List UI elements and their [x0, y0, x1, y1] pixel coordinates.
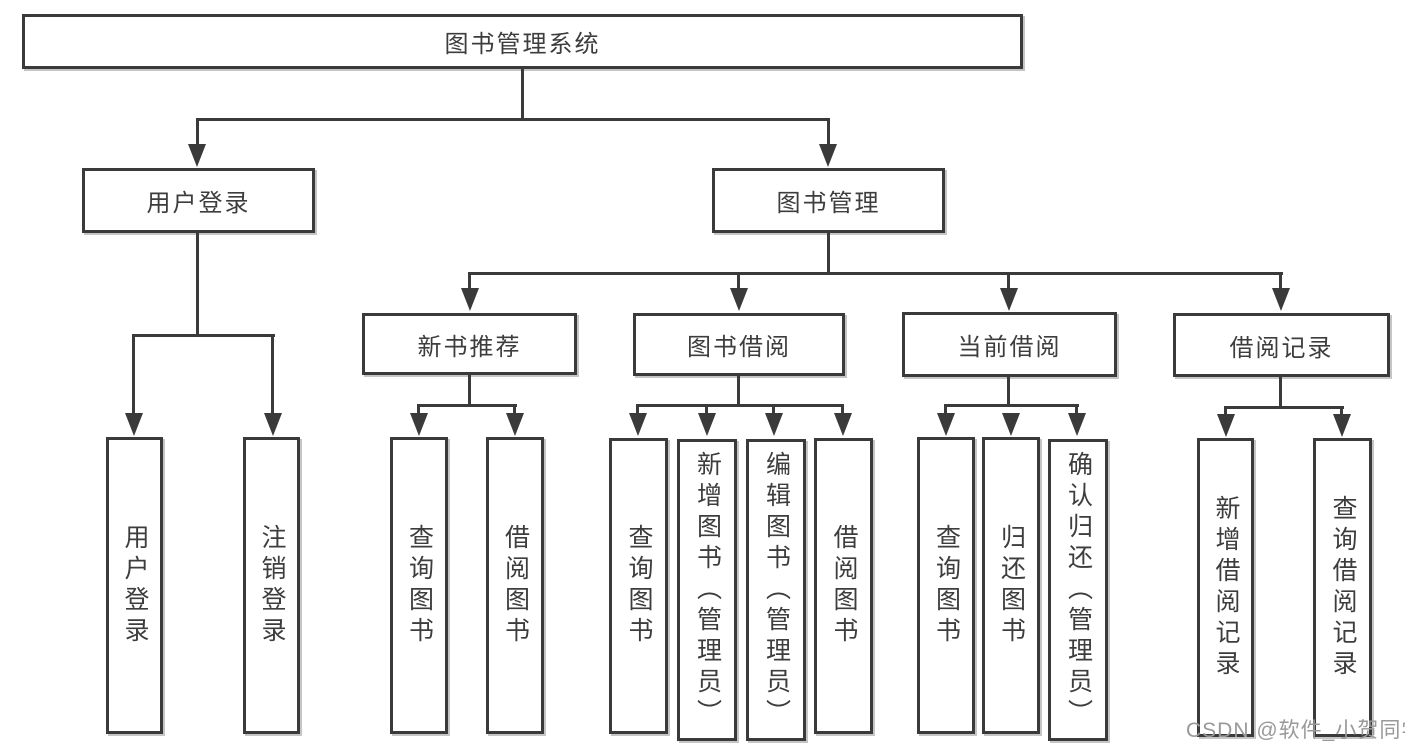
connector-book-mgmt-stem	[827, 233, 830, 275]
leaf-add-book-admin: 新增图书（管理员）	[677, 439, 737, 741]
connector-level2-branch	[196, 118, 830, 121]
node-book-borrowing-label: 图书借阅	[687, 334, 791, 361]
node-current-borrowing: 当前借阅	[902, 312, 1117, 377]
leaf-add-borrow-record-label: 新增借阅记录	[1212, 494, 1240, 681]
connector-borrow-records-branch	[1224, 406, 1344, 409]
node-root-label: 图书管理系统	[444, 31, 601, 58]
leaf-borrow-books-recommend-label: 借阅图书	[501, 523, 530, 648]
leaf-confirm-return-admin: 确认归还（管理员）	[1048, 439, 1108, 741]
leaf-query-books-borrowing-label: 查询图书	[625, 524, 653, 648]
connector-current-borrow-stem	[1007, 377, 1010, 407]
arrow-down-icon	[765, 413, 783, 436]
arrow-down-icon	[730, 288, 748, 311]
connector-level3-branch	[468, 272, 1283, 275]
leaf-logout: 注销登录	[243, 437, 300, 734]
connector-user-login-branch	[132, 334, 275, 337]
connector-borrow-records-stem	[1279, 377, 1282, 408]
leaf-logout-label: 注销登录	[258, 523, 286, 648]
connector-root-stem	[521, 69, 524, 121]
arrow-down-icon	[698, 413, 716, 436]
connector-user-login-stem	[196, 233, 199, 337]
connector-drop-leaf	[132, 334, 135, 416]
leaf-query-books-borrowing: 查询图书	[609, 438, 668, 734]
node-new-book-recommend-label: 新书推荐	[417, 333, 522, 361]
connector-drop-user-login	[196, 118, 199, 148]
node-book-management: 图书管理	[712, 168, 945, 233]
connector-drop-leaf	[1075, 404, 1078, 414]
node-current-borrowing-label: 当前借阅	[957, 334, 1062, 361]
leaf-return-book-label: 归还图书	[997, 523, 1026, 648]
leaf-add-borrow-record: 新增借阅记录	[1197, 438, 1254, 737]
arrow-down-icon	[1002, 413, 1020, 436]
connector-drop-leaf	[1224, 406, 1227, 416]
leaf-query-books-current-label: 查询图书	[932, 523, 961, 648]
connector-new-book-branch	[417, 404, 517, 407]
leaf-confirm-return-admin-label: 确认归还（管理员）	[1064, 450, 1093, 730]
leaf-query-borrow-record: 查询借阅记录	[1313, 438, 1372, 737]
arrow-down-icon	[819, 144, 837, 167]
connector-drop-leaf	[636, 404, 639, 414]
arrow-down-icon	[461, 288, 479, 311]
arrow-down-icon	[1068, 413, 1086, 436]
leaf-user-login: 用户登录	[106, 437, 163, 734]
connector-drop-borrow-records	[1279, 272, 1282, 290]
node-book-management-label: 图书管理	[776, 190, 881, 217]
arrow-down-icon	[834, 413, 852, 436]
connector-new-book-stem	[468, 375, 471, 407]
leaf-query-books-current: 查询图书	[917, 437, 975, 734]
connector-drop-leaf	[841, 404, 844, 414]
connector-drop-new-book	[468, 272, 471, 290]
connector-book-borrow-stem	[737, 376, 740, 407]
leaf-edit-book-admin: 编辑图书（管理员）	[746, 439, 806, 741]
leaf-query-books-recommend-label: 查询图书	[405, 523, 434, 648]
connector-drop-leaf	[944, 404, 947, 414]
arrow-down-icon	[125, 413, 143, 436]
arrow-down-icon	[629, 413, 647, 436]
leaf-query-books-recommend: 查询图书	[390, 437, 448, 734]
connector-drop-leaf	[417, 404, 420, 414]
connector-drop-leaf	[1340, 406, 1343, 416]
leaf-user-login-label: 用户登录	[121, 523, 149, 648]
connector-drop-leaf	[513, 404, 516, 414]
connector-drop-book-mgmt	[827, 118, 830, 148]
arrow-down-icon	[1217, 414, 1235, 437]
leaf-add-book-admin-label: 新增图书（管理员）	[693, 450, 722, 730]
node-user-login: 用户登录	[82, 168, 315, 233]
arrow-down-icon	[188, 144, 206, 167]
leaf-borrow-books-borrowing: 借阅图书	[814, 438, 873, 734]
node-root: 图书管理系统	[22, 14, 1023, 69]
arrow-down-icon	[1333, 414, 1351, 437]
arrow-down-icon	[264, 413, 282, 436]
leaf-borrow-books-borrowing-label: 借阅图书	[830, 524, 858, 648]
node-borrowing-records-label: 借阅记录	[1229, 334, 1334, 362]
node-new-book-recommend: 新书推荐	[362, 313, 577, 375]
arrow-down-icon	[410, 413, 428, 436]
connector-drop-leaf	[772, 404, 775, 414]
connector-current-borrow-branch	[944, 404, 1079, 407]
arrow-down-icon	[1272, 288, 1290, 311]
arrow-down-icon	[506, 413, 524, 436]
node-book-borrowing: 图书借阅	[633, 313, 845, 376]
connector-book-borrow-branch	[636, 404, 844, 407]
arrow-down-icon	[937, 413, 955, 436]
connector-drop-current-borrow	[1007, 272, 1010, 290]
connector-drop-leaf	[271, 334, 274, 416]
leaf-query-borrow-record-label: 查询借阅记录	[1329, 494, 1357, 681]
arrow-down-icon	[1000, 288, 1018, 311]
node-user-login-label: 用户登录	[146, 190, 251, 217]
connector-drop-book-borrow	[737, 272, 740, 290]
csdn-watermark: CSDN @软件_小贺同学	[1186, 719, 1405, 742]
node-borrowing-records: 借阅记录	[1173, 313, 1390, 377]
leaf-borrow-books-recommend: 借阅图书	[486, 437, 544, 734]
connector-drop-leaf	[705, 404, 708, 414]
leaf-edit-book-admin-label: 编辑图书（管理员）	[762, 450, 791, 730]
leaf-return-book: 归还图书	[982, 437, 1040, 734]
